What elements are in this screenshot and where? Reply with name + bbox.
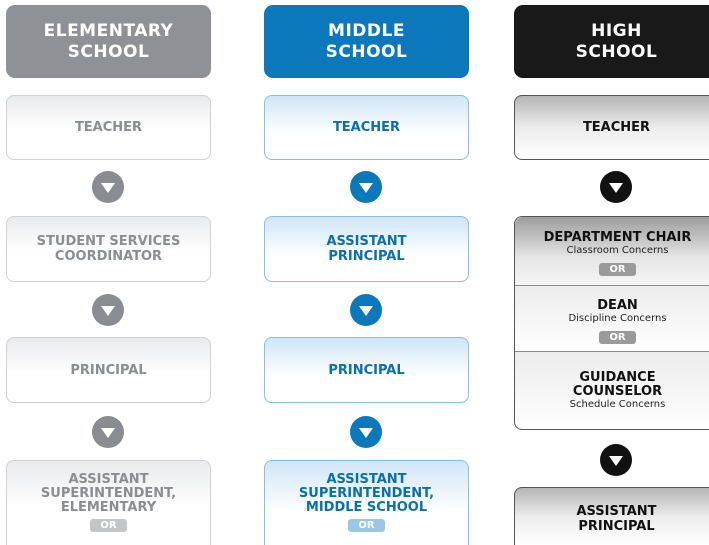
middle-asst-principal-box: ASSISTANT PRINCIPAL	[264, 216, 469, 282]
elementary-coordinator-box: STUDENT SERVICES COORDINATOR	[6, 216, 211, 282]
chevron-down-circle-icon	[600, 444, 632, 476]
high-teacher-box: TEACHER	[514, 95, 709, 160]
chevron-down-circle-icon	[350, 416, 382, 448]
option-department-chair: DEPARTMENT CHAIR Classroom Concerns OR	[515, 217, 709, 285]
divider	[515, 285, 709, 286]
high-options-box: DEPARTMENT CHAIR Classroom Concerns OR D…	[514, 216, 709, 430]
chevron-down-circle-icon	[92, 416, 124, 448]
option-guidance-counselor: GUIDANCE COUNSELOR Schedule Concerns	[515, 352, 709, 429]
or-badge: OR	[599, 263, 636, 276]
elementary-teacher-box: TEACHER	[6, 95, 211, 160]
high-asst-principal-box: ASSISTANT PRINCIPAL	[514, 487, 709, 545]
chevron-down-circle-icon	[350, 294, 382, 326]
or-badge: OR	[90, 519, 127, 532]
middle-teacher-box: TEACHER	[264, 95, 469, 160]
divider	[515, 351, 709, 352]
or-badge: OR	[599, 330, 636, 344]
elementary-asst-superintendent-box: ASSISTANT SUPERINTENDENT, ELEMENTARY OR	[6, 460, 211, 545]
chevron-down-circle-icon	[92, 171, 124, 203]
middle-asst-superintendent-box: ASSISTANT SUPERINTENDENT, MIDDLE SCHOOL …	[264, 460, 469, 545]
elementary-principal-box: PRINCIPAL	[6, 337, 211, 403]
middle-principal-box: PRINCIPAL	[264, 337, 469, 403]
or-badge: OR	[348, 519, 385, 532]
chevron-down-circle-icon	[350, 171, 382, 203]
option-dean: DEAN Discipline Concerns OR	[515, 286, 709, 351]
chevron-down-circle-icon	[600, 171, 632, 203]
chevron-down-circle-icon	[92, 294, 124, 326]
